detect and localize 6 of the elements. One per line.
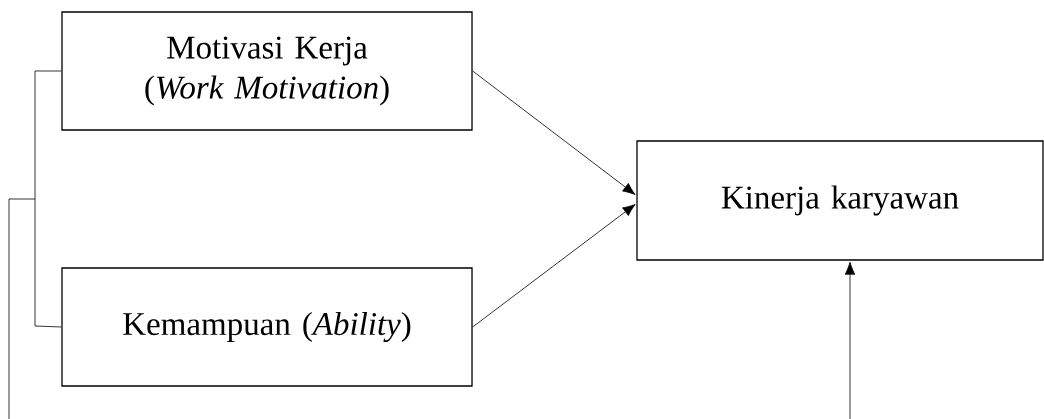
arrow	[472, 204, 636, 328]
connector	[8, 70, 856, 419]
process-box: Kinerja karyawan	[636, 140, 1044, 261]
process-box: Kemampuan (Ability)	[61, 267, 473, 387]
arrow	[472, 70, 636, 195]
process-box: Motivasi Kerja (Work Motivation)	[61, 11, 473, 131]
